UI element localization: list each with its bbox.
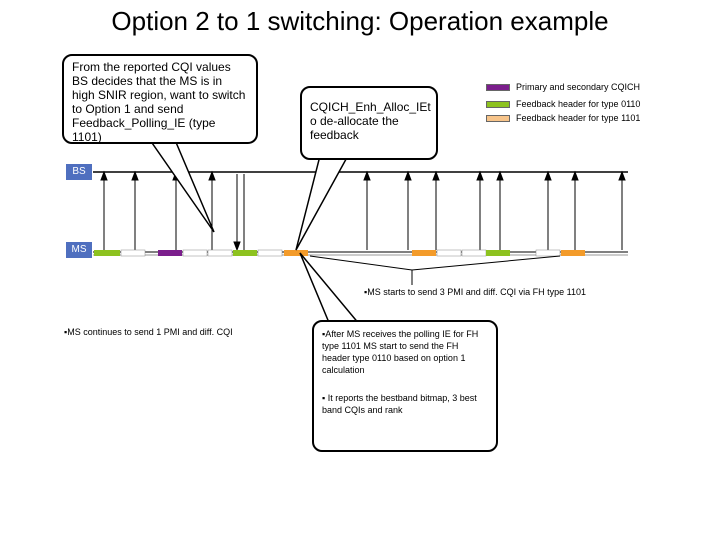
after-polling-pointer	[299, 252, 362, 326]
legend-type-1101: Feedback header for type 1101	[486, 113, 640, 123]
bs-callout-pointer	[148, 139, 215, 233]
bestband-text: ▪ It reports the bestband bitmap, 3 best…	[322, 393, 477, 415]
legend-type-0110: Feedback header for type 0110	[486, 99, 640, 109]
cqich-alloc-text: CQICH_Enh_Alloc_IEt o de-allocate the fe…	[310, 100, 431, 142]
legend-label: Feedback header for type 1101	[516, 113, 641, 123]
ms-starts-note: ▪MS starts to send 3 PMI and diff. CQI v…	[364, 287, 586, 297]
legend-swatch-peach	[486, 114, 510, 122]
cqich-alloc-callout: CQICH_Enh_Alloc_IEt o de-allocate the fe…	[300, 86, 438, 160]
downlink-arrow	[233, 174, 241, 252]
ms-label: MS	[66, 242, 92, 258]
legend-label: Primary and secondary CQICH	[516, 82, 641, 92]
ms-continues-note: ▪MS continues to send 1 PMI and diff. CQ…	[64, 327, 233, 337]
alloc-callout-pointer	[295, 147, 352, 251]
after-polling-callout: ▪After MS receives the polling IE for FH…	[312, 320, 498, 452]
page-title: Option 2 to 1 switching: Operation examp…	[111, 6, 609, 36]
legend-label: Feedback header for type 0110	[516, 99, 641, 109]
legend-swatch-purple	[486, 83, 510, 91]
ms-starts-leader	[309, 255, 413, 271]
bs-label: BS	[66, 164, 92, 180]
bs-decision-callout: From the reported CQI values BS decides …	[62, 54, 258, 144]
legend-primary: Primary and secondary CQICH	[486, 82, 640, 92]
ms-frames	[94, 249, 585, 257]
after-polling-text: ▪After MS receives the polling IE for FH…	[322, 329, 479, 375]
legend-swatch-green	[486, 100, 510, 108]
bs-decision-text: From the reported CQI values BS decides …	[72, 60, 246, 144]
